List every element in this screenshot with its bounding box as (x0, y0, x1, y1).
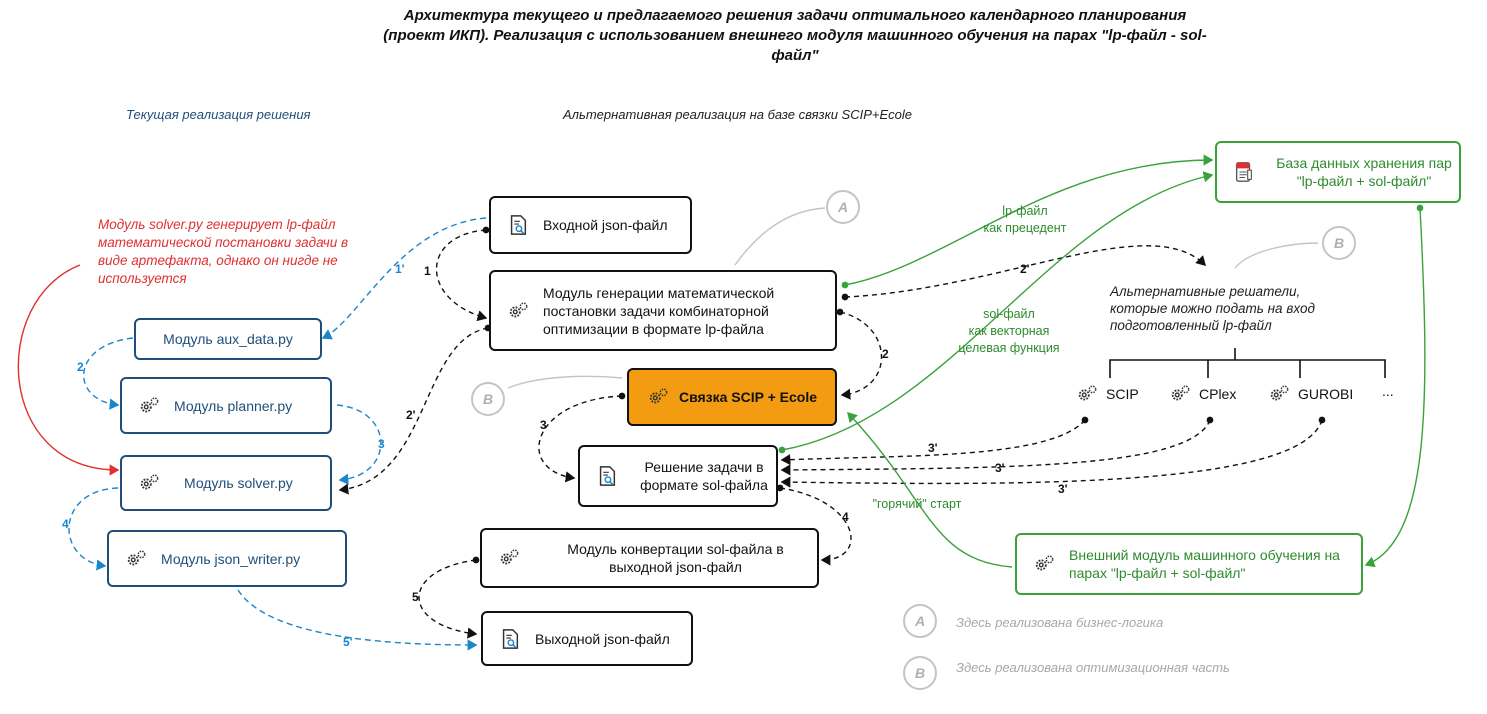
scip-ecole-label: Связка SCIP + Ecole (678, 389, 818, 405)
document-search-icon (502, 628, 519, 649)
marker-b-left: B (471, 382, 505, 416)
output-json-label: Выходной json-файл (535, 630, 670, 647)
edge-label-2: 2 (882, 347, 889, 361)
lp-generator-node[interactable]: Модуль генерации математической постанов… (489, 270, 837, 351)
pointer-b-left (507, 375, 623, 389)
edge-label-2-blue: 2 (77, 360, 84, 374)
caption-alternative: Альтернативная реализация на базе связки… (563, 107, 913, 122)
solver-more-label: ... (1382, 383, 1394, 399)
solver-cplex-label: CPlex (1199, 386, 1237, 402)
legend-text-a: Здесь реализована бизнес-логика (956, 615, 1164, 630)
marker-a-top: A (826, 190, 860, 224)
edge-3-blue (336, 404, 382, 485)
gears-icon (1035, 555, 1054, 571)
caption-current: Текущая реализация решения (126, 107, 311, 122)
edge-green-hotstart (847, 411, 1013, 568)
edge-5prime-blue (237, 589, 478, 651)
solver-more: ... (1382, 383, 1394, 399)
edge-label-2prime-left: 2' (406, 408, 416, 422)
converter-node[interactable]: Модуль конвертации sol-файла в выходной … (480, 528, 819, 588)
marker-b-right: B (1322, 226, 1356, 260)
pointer-a (734, 207, 826, 266)
edge-label-4-blue: 4 (62, 517, 69, 531)
lp-generator-label: Модуль генерации математической постанов… (543, 284, 775, 337)
edge-2-blue (82, 337, 134, 410)
edge-label-3-blue: 3 (378, 437, 385, 451)
json-writer-module[interactable]: Модуль json_writer.py (107, 530, 347, 587)
edge-3prime-gurobi (780, 416, 1326, 488)
edge-label-2prime-right: 2' (1020, 262, 1030, 276)
sol-solution-node[interactable]: Решение задачи в формате sol-файла (578, 445, 778, 507)
edge-label-1: 1 (424, 264, 431, 278)
output-json-node[interactable]: Выходной json-файл (481, 611, 693, 666)
edge-green-db-ml (1364, 204, 1426, 568)
aux-data-label: Модуль aux_data.py (163, 331, 293, 347)
solver-module[interactable]: Модуль solver.py (120, 455, 332, 511)
solver-gurobi-label: GUROBI (1298, 386, 1354, 402)
gears-icon (140, 474, 159, 490)
edge-label-3: 3 (540, 418, 547, 432)
edge-label-5: 5 (412, 590, 419, 604)
ml-module-node[interactable]: Внешний модуль машинного обучения на пар… (1015, 533, 1363, 595)
gears-icon (1171, 385, 1190, 401)
edge-label-3prime-b: 3' (995, 461, 1005, 475)
label-sol-vector: sol-файл как векторная целевая функция (958, 307, 1060, 355)
edge-green-sol (778, 171, 1214, 454)
alt-solvers-note: Альтернативные решатели, которые можно п… (1110, 284, 1315, 333)
solver-scip[interactable]: SCIP (1076, 383, 1139, 405)
converter-label: Модуль конвертации sol-файла в выходной … (567, 541, 784, 575)
legend-marker-b: B (903, 656, 937, 690)
label-lp-precedent: lp-файл как прецедент (983, 204, 1067, 235)
solver-scip-label: SCIP (1106, 386, 1139, 402)
edge-label-3prime-a: 3' (928, 441, 938, 455)
gears-icon (649, 388, 668, 404)
solver-cplex[interactable]: CPlex (1169, 383, 1236, 405)
ml-module-label: Внешний модуль машинного обучения на пар… (1069, 547, 1340, 581)
edge-label-5prime: 5' (343, 635, 353, 649)
edge-4-blue (68, 487, 119, 571)
red-note: Модуль solver.py генерирует lp-файл мате… (98, 217, 349, 286)
input-json-node[interactable]: Входной json-файл (489, 196, 692, 254)
edge-5 (418, 556, 480, 639)
edge-4 (776, 484, 852, 566)
gears-icon (509, 301, 528, 317)
gears-icon (500, 549, 519, 565)
legend-marker-a: A (903, 604, 937, 638)
planner-label: Модуль planner.py (174, 397, 293, 414)
edge-label-3prime-c: 3' (1058, 482, 1068, 496)
page-title: Архитектура текущего и предлагаемого реш… (383, 7, 1207, 64)
database-node[interactable]: База данных хранения пар "lp-файл + sol-… (1215, 141, 1461, 203)
edge-1 (436, 226, 490, 322)
solvers-bracket (1109, 348, 1386, 378)
gears-icon (1078, 385, 1097, 401)
solver-gurobi[interactable]: GUROBI (1268, 383, 1353, 405)
pointer-b-right (1234, 242, 1319, 269)
database-icon (1235, 162, 1252, 182)
scip-ecole-node[interactable]: Связка SCIP + Ecole (627, 368, 837, 426)
gears-icon (140, 396, 159, 412)
json-writer-label: Модуль json_writer.py (161, 550, 301, 567)
gears-icon (127, 549, 146, 565)
edge-2prime-left (338, 324, 492, 495)
document-search-icon (599, 466, 616, 486)
aux-data-module[interactable]: Модуль aux_data.py (134, 318, 322, 360)
edge-label-1prime: 1' (395, 262, 405, 276)
edge-2 (836, 308, 883, 400)
legend-text-b: Здесь реализована оптимизационная часть (956, 660, 1230, 675)
edge-label-4: 4 (842, 510, 849, 524)
solver-label: Модуль solver.py (184, 475, 293, 491)
database-label: База данных хранения пар "lp-файл + sol-… (1276, 155, 1452, 189)
planner-module[interactable]: Модуль planner.py (120, 377, 332, 434)
label-hot-start: "горячий" старт (872, 497, 962, 511)
sol-solution-label: Решение задачи в формате sol-файла (640, 459, 768, 493)
edge-red-note (17, 264, 120, 476)
gears-icon (1270, 385, 1289, 401)
edge-3 (538, 392, 626, 483)
edge-1prime-blue (321, 217, 487, 340)
input-json-label: Входной json-файл (543, 217, 668, 233)
document-search-icon (510, 215, 527, 235)
